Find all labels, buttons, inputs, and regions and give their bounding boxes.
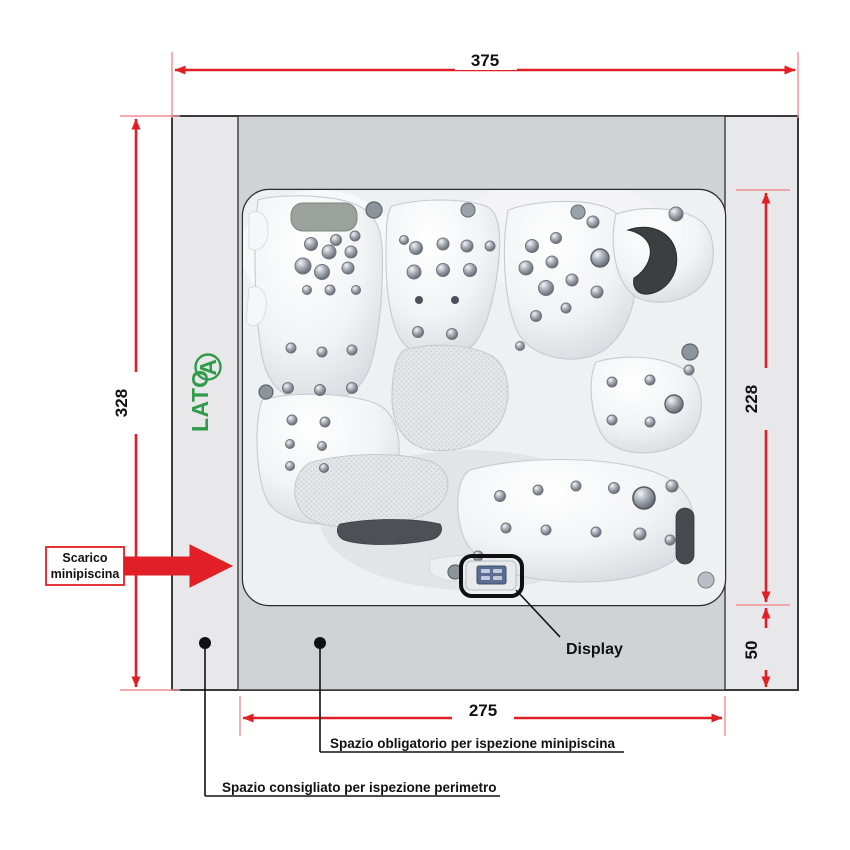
side-marker-letter: A [195,358,221,375]
dimension-left-328: 328 [112,115,180,691]
spa-tub-plan-image [241,188,727,607]
note-recommended-space: Spazio consigliato per ispezione perimet… [199,637,500,797]
dimension-bottom-275: 275 [239,696,726,736]
drain-callout-line2: minipiscina [51,567,121,581]
dimension-top-375: 375 [171,50,799,118]
drain-callout: Scarico minipiscina [45,544,234,588]
circled-letter-a-icon [194,353,222,381]
note-recommended-space-label: Spazio consigliato per ispezione perimet… [222,780,497,795]
dimension-bottom-value: 275 [469,701,497,720]
side-marker-lato-a: LATO A [187,353,222,432]
tub-jets [258,201,715,589]
dimension-left-value: 328 [112,389,131,417]
tub-interior [243,190,725,605]
display-highlight-box [459,554,524,598]
note-mandatory-space-label: Spazio obligatorio per ispezione minipis… [330,736,616,751]
note-mandatory-space: Spazio obligatorio per ispezione minipis… [314,637,624,753]
dimension-right-lower-value: 50 [742,641,761,660]
dimension-right-50: 50 [742,607,771,688]
dimension-right-upper-value: 228 [742,385,761,413]
drain-callout-line1: Scarico [62,551,108,565]
leader-dot-icon [199,637,211,649]
dimension-right-228: 228 [736,189,790,606]
display-callout: Display [515,589,623,658]
drain-callout-box [45,546,125,586]
thick-right-arrow-icon [117,544,234,588]
display-panel [465,560,517,591]
dimension-top-value: 375 [471,51,499,70]
display-callout-label: Display [566,641,623,658]
leader-dot-icon [314,637,326,649]
